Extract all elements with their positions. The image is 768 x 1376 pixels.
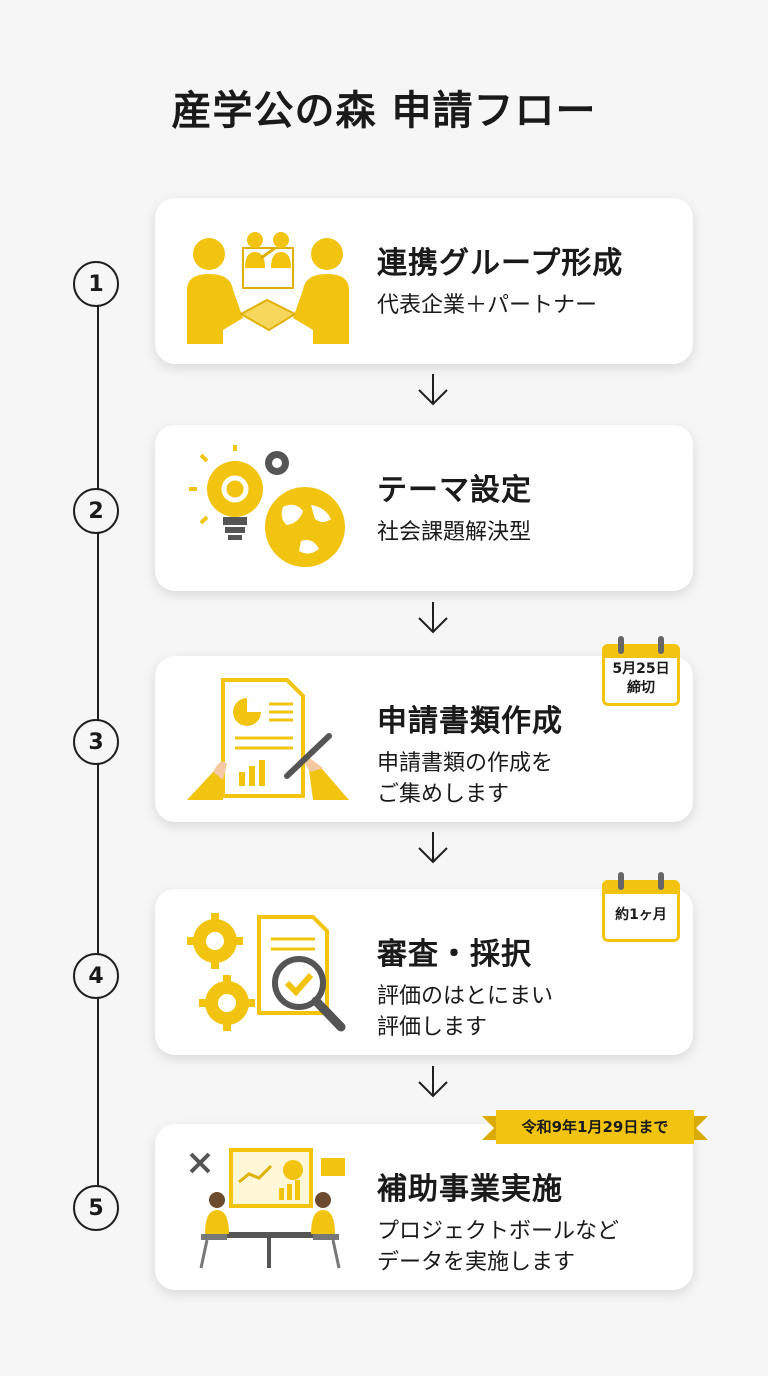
step-number-3: 3 — [73, 719, 119, 765]
arrow-down-icon — [418, 374, 448, 406]
duration-calendar-badge: 約1ヶ月 — [602, 872, 680, 942]
arrow-down-icon — [418, 1066, 448, 1098]
step-number-2: 2 — [73, 488, 119, 534]
calendar-badge-line: 約1ヶ月 — [615, 907, 667, 923]
step-card-2: テーマ設定 社会課題解決型 — [155, 425, 693, 591]
step-description: 社会課題解決型 — [377, 520, 532, 545]
step-number-5: 5 — [73, 1185, 119, 1231]
step-description: プロジェクトボールなど — [377, 1219, 620, 1244]
step-card-1: 連携グループ形成 代表企業＋パートナー — [155, 198, 693, 364]
step-heading: テーマ設定 — [377, 473, 532, 508]
document-writing-icon — [187, 678, 349, 800]
step-description: 代表企業＋パートナー — [377, 293, 598, 318]
gears-magnifier-icon — [187, 913, 346, 1032]
meeting-dashboard-icon — [189, 1148, 345, 1269]
ribbon-text: 令和9年1月29日まで — [521, 1118, 669, 1136]
calendar-badge-line: 締切 — [627, 680, 655, 696]
lightbulb-globe-icon — [189, 445, 345, 567]
step-description: 評価のはとにまい — [377, 984, 554, 1009]
arrow-down-icon — [418, 602, 448, 634]
step-description: ご集めします — [377, 782, 510, 807]
handshake-team-icon — [187, 232, 349, 344]
step-number-1: 1 — [73, 261, 119, 307]
step-card-4: 審査・採択 評価のはとにまい 評価します — [155, 889, 693, 1055]
page-title: 産学公の森 申請フロー — [171, 88, 597, 134]
step-number-4: 4 — [73, 953, 119, 999]
step-heading: 連携グループ形成 — [377, 246, 624, 281]
step-card-5: 補助事業実施 プロジェクトボールなど データを実施します — [155, 1124, 693, 1290]
step-description: 申請書類の作成を — [377, 751, 554, 776]
ribbon-shape — [482, 1110, 708, 1144]
arrow-down-icon — [418, 832, 448, 864]
step-heading: 補助事業実施 — [377, 1172, 563, 1207]
deadline-calendar-badge: 5月25日 締切 — [602, 636, 680, 706]
step-description: 評価します — [377, 1015, 488, 1040]
step-heading: 審査・採択 — [377, 937, 532, 972]
step-heading: 申請書類作成 — [377, 704, 563, 739]
step-description: データを実施します — [377, 1250, 576, 1275]
deadline-ribbon: 令和9年1月29日まで — [482, 1106, 708, 1150]
calendar-badge-line: 5月25日 — [612, 661, 670, 677]
